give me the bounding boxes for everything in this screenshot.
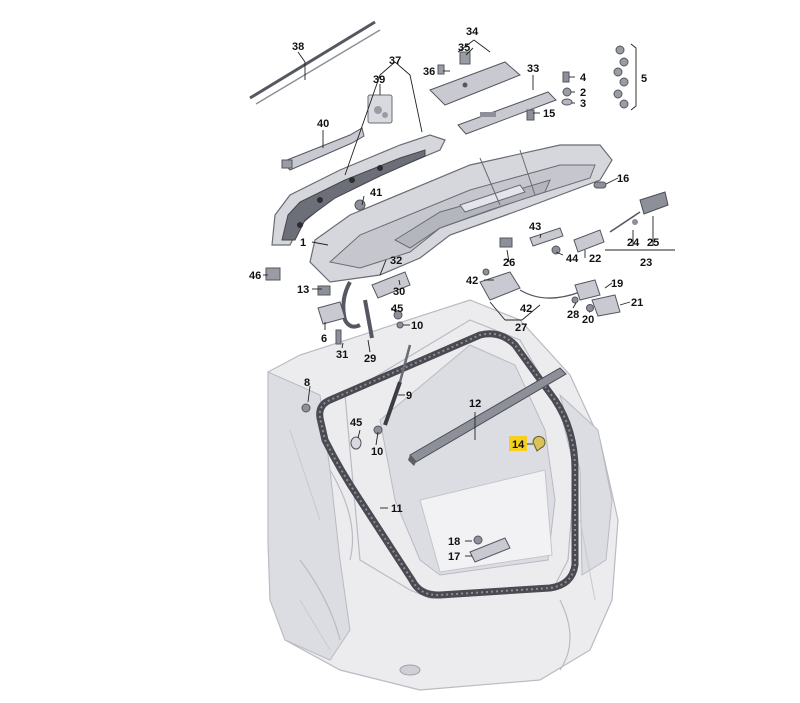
label-20: 20 xyxy=(582,314,594,326)
label-15: 15 xyxy=(543,108,555,120)
cover-strip xyxy=(408,367,567,466)
car-body-illustration xyxy=(267,299,619,691)
label-43: 43 xyxy=(529,221,541,233)
label-23: 23 xyxy=(640,257,652,269)
label-40: 40 xyxy=(317,118,329,130)
lower-small-parts xyxy=(301,403,546,563)
label-38: 38 xyxy=(292,41,304,53)
roof-strip xyxy=(249,20,381,105)
label-34: 34 xyxy=(466,26,479,38)
label-12: 12 xyxy=(469,398,481,410)
label-29: 29 xyxy=(364,353,376,365)
label-9: 9 xyxy=(406,390,412,402)
mount-plates xyxy=(429,51,557,135)
label-39: 39 xyxy=(373,74,385,86)
label-8: 8 xyxy=(304,377,310,389)
label-10b: 10 xyxy=(371,446,383,458)
label-31: 31 xyxy=(336,349,348,361)
brake-light xyxy=(281,127,365,171)
label-42a: 42 xyxy=(466,275,478,287)
handle-and-switch-parts xyxy=(499,191,669,255)
upper-trim-panel xyxy=(271,134,446,246)
label-11: 11 xyxy=(391,503,403,515)
label-22: 22 xyxy=(589,253,601,265)
label-33: 33 xyxy=(527,63,539,75)
label-14: 14 xyxy=(512,439,525,451)
leader-lines xyxy=(263,39,675,557)
label-35: 35 xyxy=(458,42,470,54)
label-44: 44 xyxy=(566,253,579,265)
label-5: 5 xyxy=(641,73,647,85)
label-26: 26 xyxy=(503,257,515,269)
label-28: 28 xyxy=(567,309,579,321)
hinge-and-bracket-parts xyxy=(265,267,411,345)
lock-assembly xyxy=(479,268,621,317)
label-21: 21 xyxy=(631,297,643,309)
label-18: 18 xyxy=(448,536,460,548)
door-seal xyxy=(316,330,579,599)
label-45a: 45 xyxy=(391,303,403,315)
label-16: 16 xyxy=(617,173,629,185)
label-45b: 45 xyxy=(350,417,362,429)
highlight-box-14 xyxy=(509,436,527,451)
label-41: 41 xyxy=(370,187,382,199)
tailgate xyxy=(309,144,613,283)
label-27: 27 xyxy=(515,322,527,334)
label-46: 46 xyxy=(249,270,261,282)
label-6: 6 xyxy=(321,333,327,345)
label-24: 24 xyxy=(627,237,640,249)
hardware-fasteners xyxy=(354,45,629,211)
label-37: 37 xyxy=(389,55,401,67)
label-4: 4 xyxy=(580,72,587,84)
label-2: 2 xyxy=(580,87,586,99)
label-25: 25 xyxy=(647,237,659,249)
label-3: 3 xyxy=(580,98,586,110)
gas-strut xyxy=(373,344,412,435)
label-36: 36 xyxy=(423,66,435,78)
callout-labels: 14 1 2 3 4 5 6 8 9 10 10 11 12 13 15 16 … xyxy=(249,26,659,563)
label-13: 13 xyxy=(297,284,309,296)
label-1: 1 xyxy=(300,237,306,249)
label-10a: 10 xyxy=(411,320,423,332)
label-17: 17 xyxy=(448,551,460,563)
label-19: 19 xyxy=(611,278,623,290)
label-42b: 42 xyxy=(520,303,532,315)
label-32: 32 xyxy=(390,255,402,267)
label-30: 30 xyxy=(393,286,405,298)
